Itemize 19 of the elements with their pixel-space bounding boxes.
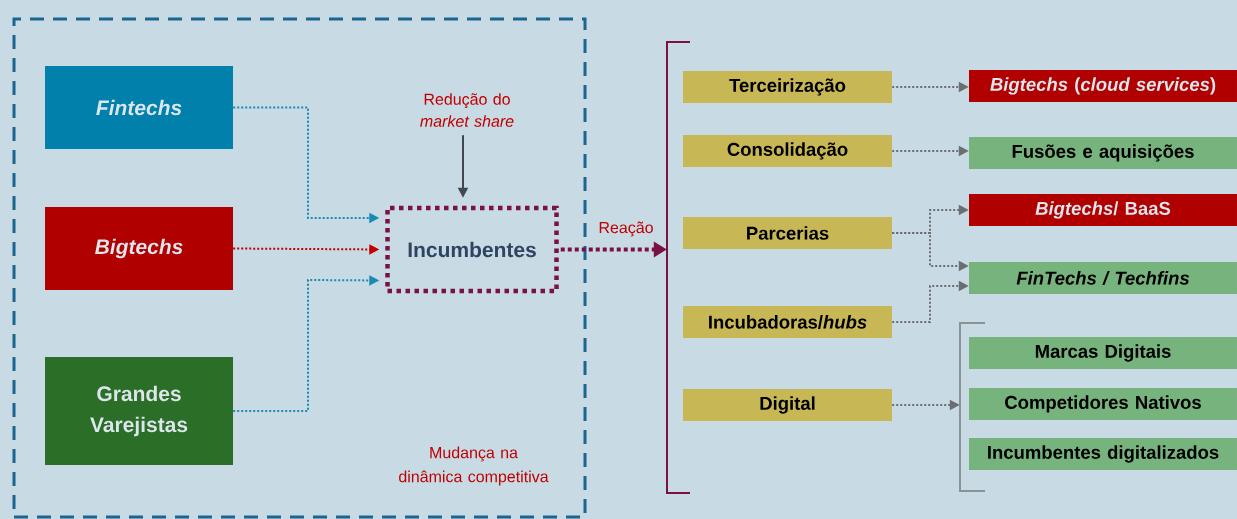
strategy-box: Parcerias [683, 217, 892, 249]
strategy-box: Digital [683, 389, 892, 421]
result-box: Incumbentes digitalizados [969, 438, 1237, 470]
callout-text: Redução do market share [420, 93, 514, 127]
result-box: Bigtechs/ BaaS [969, 194, 1237, 226]
strategy-box: Consolidação [683, 135, 892, 167]
category-box: Bigtechs [45, 207, 233, 290]
result-box: Bigtechs (cloud services) [969, 70, 1237, 102]
category-box: Grandes Varejistas [45, 357, 233, 465]
bracket [959, 322, 986, 492]
result-box: Fusões e aquisições [969, 137, 1237, 169]
strategy-box: Terceirização [683, 71, 892, 103]
bracket [666, 41, 691, 494]
dotted-box: Incumbentes [385, 205, 559, 294]
result-box: FinTechs / Techfins [969, 262, 1237, 294]
strategy-box: Incubadoras/hubs [683, 306, 892, 338]
result-box: Marcas Digitais [969, 337, 1237, 369]
category-box: Fintechs [45, 66, 233, 149]
result-box: Competidores Nativos [969, 388, 1237, 420]
